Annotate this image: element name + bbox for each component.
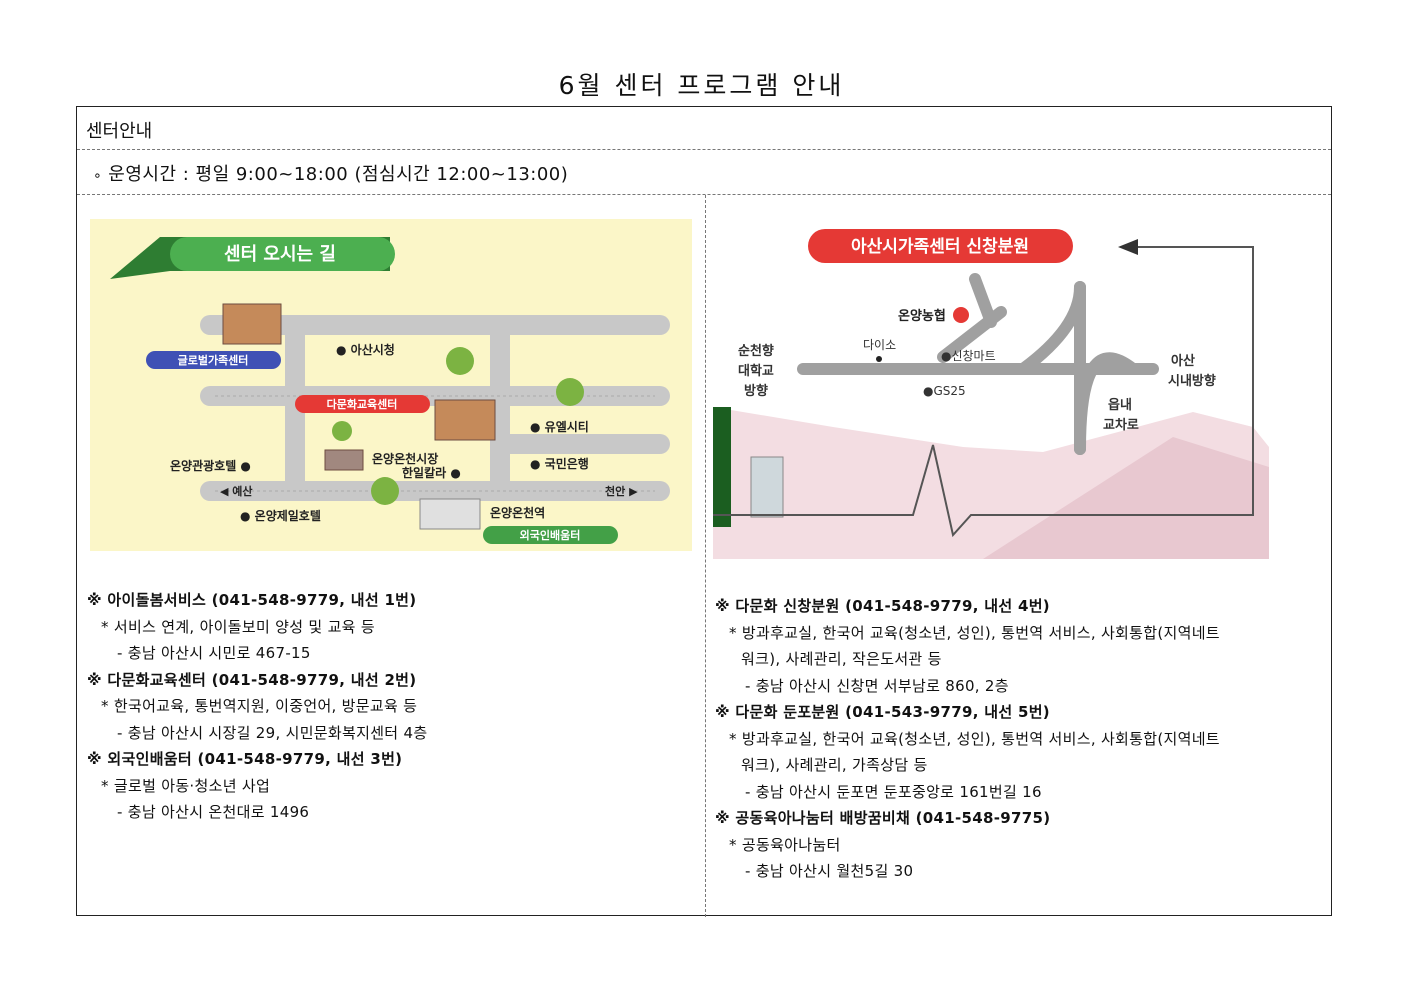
info-line: - 충남 아산시 신창면 서부남로 860, 2층 (745, 676, 1009, 695)
hours-text: 운영시간 : 평일 9:00~18:00 (점심시간 12:00~13:00) (108, 164, 569, 185)
map-label-multi: 다문화교육센터 (327, 397, 398, 411)
map-label-yesan: ◀ 예산 (220, 484, 253, 498)
left-map-image: 센터 오시는 길 (90, 219, 692, 551)
info-line: * 방과후교실, 한국어 교육(청소년, 성인), 통번역 서비스, 사회통합(… (729, 729, 1220, 748)
info-heading: ※ 외국인배움터 (041-548-9779, 내선 3번) (87, 750, 403, 768)
map-label-market: 온양온천시장 (372, 451, 438, 466)
map-label-gs25: ●GS25 (923, 384, 966, 398)
hours-bullet: ∘ (93, 168, 103, 184)
info-line: - 충남 아산시 온천대로 1496 (117, 803, 310, 821)
info-table: 센터안내 ∘ 운영시간 : 평일 9:00~18:00 (점심시간 12:00~1… (76, 106, 1332, 917)
right-map-image: 아산시가족센터 신창분원 온양농협 다이소 ●신창마트 ●GS25 순천향 대학… (713, 217, 1269, 559)
operating-hours: ∘ 운영시간 : 평일 9:00~18:00 (점심시간 12:00~13:00) (77, 150, 1331, 195)
right-info-list: ※ 다문화 신창분원 (041-548-9779, 내선 4번) * 방과후교실,… (715, 593, 1327, 885)
map-label-cityhall: ● 아산시청 (336, 342, 395, 357)
info-line: - 충남 아산시 시민로 467-15 (117, 644, 311, 662)
info-line: * 서비스 연계, 아이돌보미 양성 및 교육 등 (101, 617, 375, 636)
page-title: 6월 센터 프로그램 안내 (558, 71, 845, 100)
info-line: 워크), 사례관리, 작은도서관 등 (741, 650, 942, 668)
column-divider (705, 195, 706, 917)
map-label-kb: ● 국민은행 (530, 456, 589, 471)
map-label-jeil: ● 온양제일호텔 (240, 508, 321, 523)
map-label-foreign: 외국인배움터 (520, 528, 581, 542)
info-line: * 방과후교실, 한국어 교육(청소년, 성인), 통번역 서비스, 사회통합(… (729, 623, 1220, 642)
info-line: - 충남 아산시 시장길 29, 시민문화복지센터 4층 (117, 723, 428, 742)
info-heading: ※ 아이돌봄서비스 (041-548-9779, 내선 1번) (87, 591, 417, 609)
info-line: 워크), 사례관리, 가족상담 등 (741, 756, 928, 774)
map-label-eumnae: 읍내 교차로 (1103, 397, 1139, 433)
info-line: * 한국어교육, 통번역지원, 이중언어, 방문교육 등 (101, 697, 418, 715)
map-label-nonghyup: 온양농협 (898, 308, 946, 324)
info-line: - 충남 아산시 월천5길 30 (745, 862, 914, 880)
info-heading: ※ 다문화 둔포분원 (041-543-9779, 내선 5번) (715, 703, 1050, 721)
map-label-daiso: 다이소 (863, 338, 896, 352)
map-label-asan: 아산 시내방향 (1168, 353, 1216, 389)
section-title: 센터안내 (77, 107, 1331, 150)
info-heading: ※ 다문화 신창분원 (041-548-9779, 내선 4번) (715, 597, 1050, 615)
info-line: - 충남 아산시 둔포면 둔포중앙로 161번길 16 (745, 782, 1042, 801)
map-label-hanil: 한일칼라 ● (402, 465, 461, 480)
info-line: * 공동육아나눔터 (729, 835, 841, 854)
map-label-yuel: ● 유엘시티 (530, 419, 589, 434)
map-label-onyang-hotel: 온양관광호텔 ● (170, 458, 251, 473)
info-heading: ※ 공동육아나눔터 배방꿈비채 (041-548-9775) (715, 809, 1051, 827)
map-label-station: 온양온천역 (490, 505, 545, 520)
info-line: * 글로벌 아동·청소년 사업 (101, 776, 271, 795)
map-label-soonchunhyang: 순천향 대학교 방향 (738, 343, 778, 399)
info-heading: ※ 다문화교육센터 (041-548-9779, 내선 2번) (87, 670, 417, 689)
left-map-banner: 센터 오시는 길 (224, 243, 336, 265)
map-label-sinchang-mart: ●신창마트 (941, 349, 996, 363)
left-info-list: ※ 아이돌봄서비스 (041-548-9779, 내선 1번) * 서비스 연계,… (87, 587, 697, 826)
map-label-global: 글로벌가족센터 (178, 353, 249, 367)
right-map-banner: 아산시가족센터 신창분원 (851, 237, 1029, 257)
map-label-cheonan: 천안 ▶ (605, 484, 638, 498)
